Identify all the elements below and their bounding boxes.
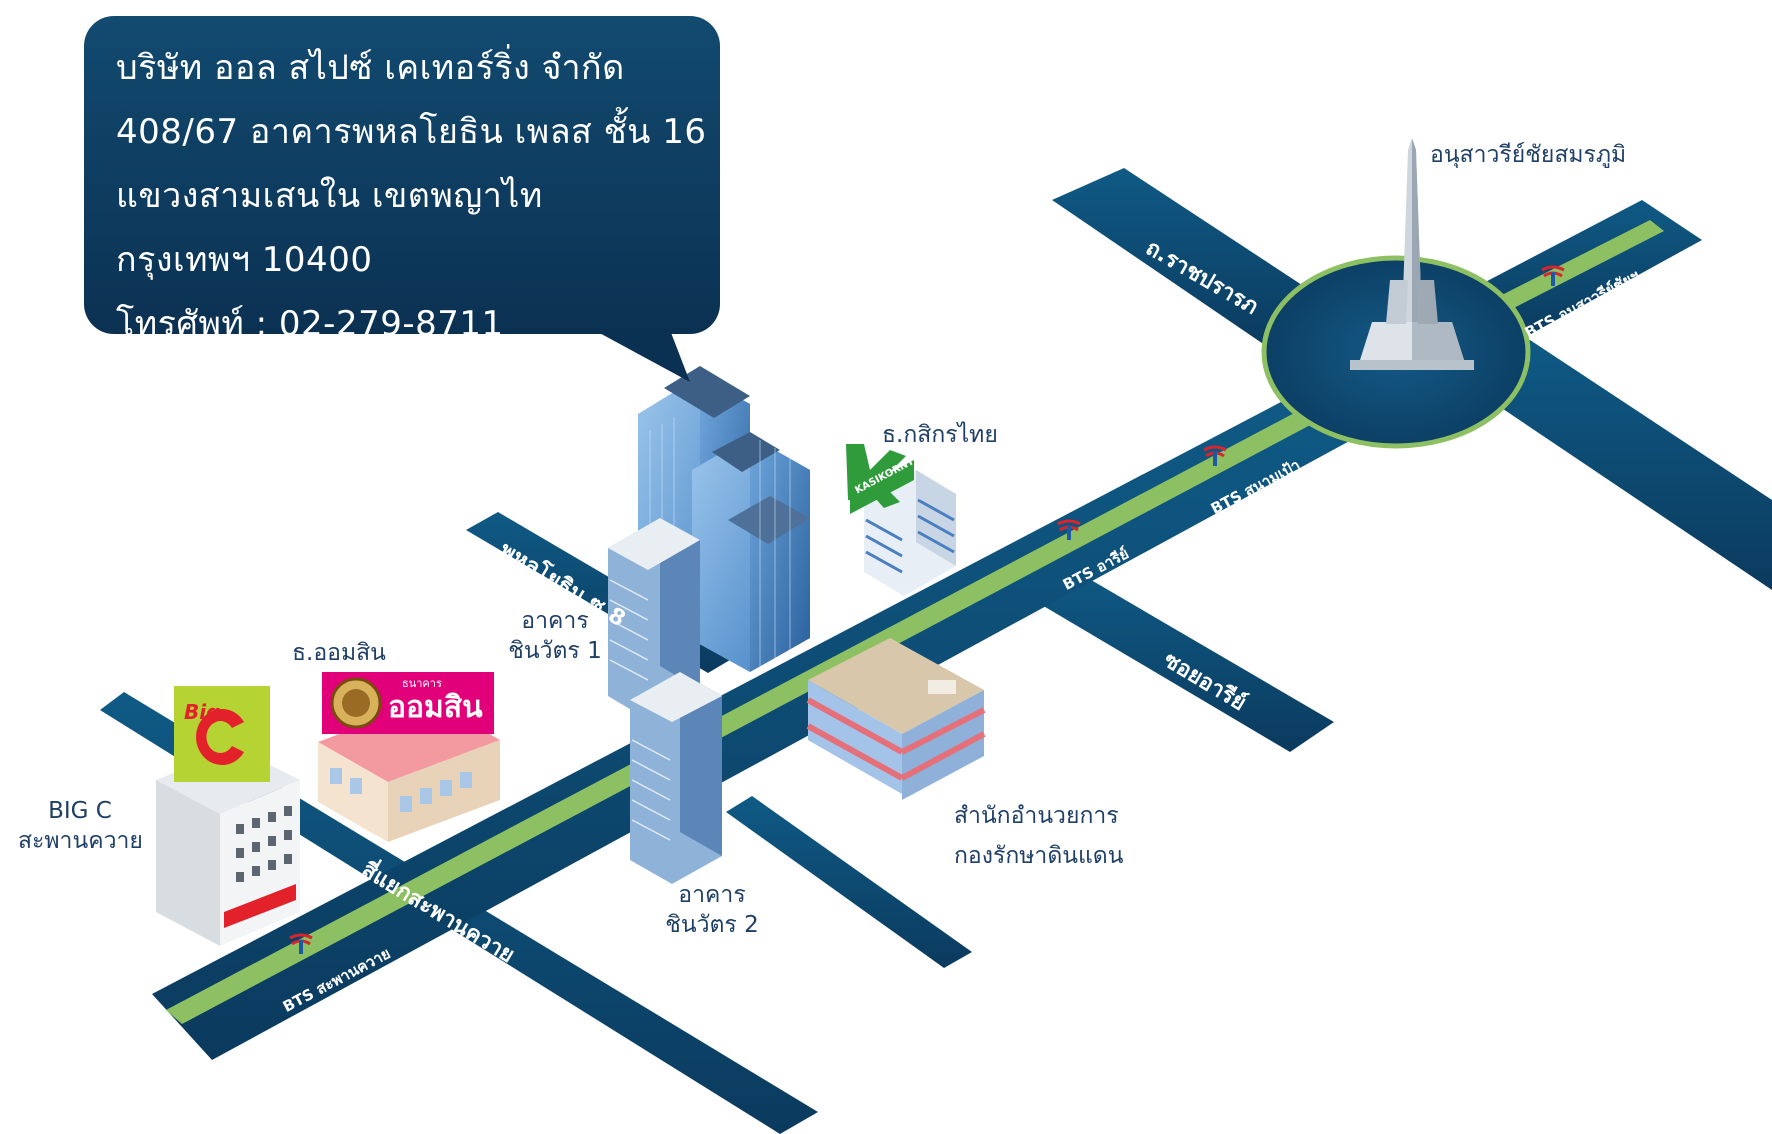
bts-logo-icon bbox=[1541, 265, 1565, 286]
gsb-label: ธ.ออมสิน bbox=[292, 640, 386, 666]
bts-track-main bbox=[166, 410, 1316, 1024]
phone-number: โทรศัพท์ : 02-279-8711 bbox=[116, 304, 504, 344]
shinawatra-2-label: อาคาร ชินวัตร 2 bbox=[652, 880, 772, 940]
bigc-label-line2: สะพานควาย bbox=[18, 828, 143, 854]
road-ratchaprarop bbox=[1052, 168, 1340, 352]
shinawatra-1-building bbox=[608, 518, 700, 720]
address-block: บริษัท ออล สไปซ์ เคเทอร์ริ่ง จำกัด 408/6… bbox=[116, 36, 706, 356]
shinawatra-2-label-line1: อาคาร bbox=[678, 882, 746, 908]
kbank-logo-icon bbox=[846, 444, 906, 508]
bts-logo-icon bbox=[289, 933, 313, 954]
monument-icon bbox=[1350, 138, 1474, 370]
bts-logo-icon bbox=[1057, 519, 1081, 540]
speech-bubble-icon bbox=[84, 16, 720, 382]
bigc-label: BIG C สะพานควาย bbox=[18, 796, 143, 856]
bigc-logo-icon bbox=[174, 686, 270, 782]
bigc-logo-big: Big bbox=[184, 700, 221, 724]
office-label: สำนักอำนวยการ กองรักษาดินแดน bbox=[954, 796, 1123, 876]
shinawatra-2-building bbox=[630, 672, 722, 884]
road-phahonyothin bbox=[152, 392, 1366, 1060]
bigc-label-line1: BIG C bbox=[48, 798, 112, 824]
gsb-sign: ออมสิน bbox=[388, 690, 483, 725]
road-ratchawithi bbox=[1460, 340, 1772, 590]
company-name: บริษัท ออล สไปซ์ เคเทอร์ริ่ง จำกัด bbox=[116, 48, 625, 88]
monument-label: อนุสาวรีย์ชัยสมรภูมิ bbox=[1430, 142, 1627, 168]
address-line-2: แขวงสามเสนใน เขตพญาไท bbox=[116, 176, 543, 216]
bts-track-upper bbox=[1492, 220, 1664, 312]
road-shinawatra2-cross bbox=[726, 796, 972, 968]
address-line-1: 408/67 อาคารพหลโยธิน เพลส ชั้น 16 bbox=[116, 112, 707, 152]
road-soi-ari bbox=[1030, 570, 1334, 752]
shinawatra-2-label-line2: ชินวัตร 2 bbox=[665, 912, 759, 938]
office-building bbox=[806, 638, 986, 800]
gsb-sign-small: ธนาคาร bbox=[402, 677, 442, 690]
gsb-building bbox=[318, 672, 500, 842]
shinawatra-1-label-line2: ชินวัตร 1 bbox=[508, 638, 602, 664]
kbank-label: ธ.กสิกรไทย bbox=[882, 422, 998, 448]
address-line-3: กรุงเทพฯ 10400 bbox=[116, 240, 373, 280]
office-label-line1: สำนักอำนวยการ bbox=[954, 803, 1119, 829]
office-label-line2: กองรักษาดินแดน bbox=[954, 843, 1124, 869]
bts-logo-icon bbox=[1203, 445, 1227, 466]
shinawatra-1-label-line1: อาคาร bbox=[521, 608, 589, 634]
shinawatra-1-label: อาคาร ชินวัตร 1 bbox=[500, 606, 610, 666]
